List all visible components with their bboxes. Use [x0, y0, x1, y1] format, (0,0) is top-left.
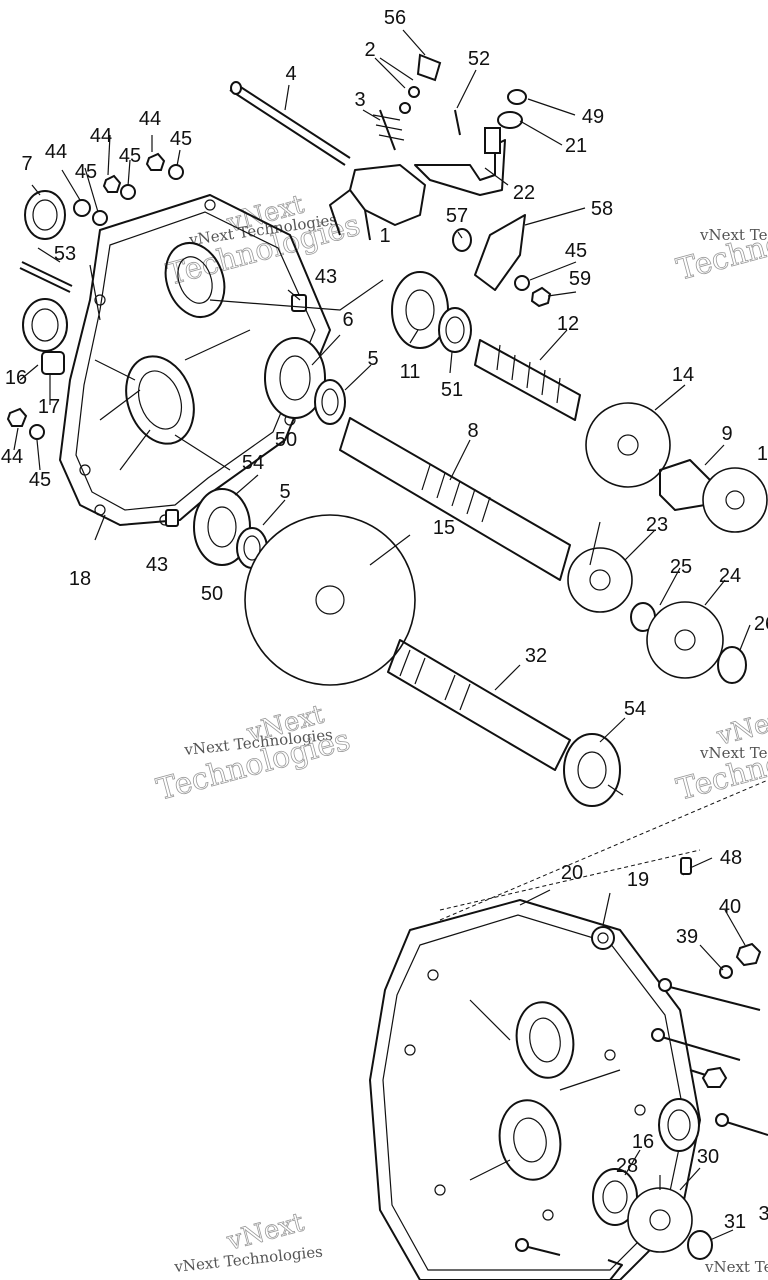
callout-54-b: 54: [624, 698, 646, 720]
callout-54-a: 54: [242, 452, 264, 474]
callout-9: 9: [721, 423, 732, 445]
callout-22: 22: [513, 182, 535, 204]
right-case-half: [369, 779, 768, 1280]
callout-24: 24: [719, 565, 741, 587]
callout-39: 39: [676, 926, 698, 948]
callout-14: 14: [672, 364, 694, 386]
callout-45-c: 45: [75, 161, 97, 183]
callout-3-b: 3: [758, 1203, 768, 1225]
callout-6: 6: [342, 309, 353, 331]
callout-49: 49: [582, 106, 604, 128]
callout-31: 31: [724, 1211, 746, 1233]
watermark-text-right: vNext Technologies: [699, 226, 768, 244]
callout-32: 32: [525, 645, 547, 667]
callout-44-c: 44: [45, 141, 67, 163]
callout-7: 7: [21, 153, 32, 175]
callout-8: 8: [467, 420, 478, 442]
callout-45-e: 45: [29, 469, 51, 491]
callout-52: 52: [468, 48, 490, 70]
callout-45-b: 45: [119, 145, 141, 167]
left-small-parts: [6, 152, 307, 527]
callout-5-a: 5: [367, 348, 378, 370]
callout-28: 28: [616, 1155, 638, 1177]
callout-53: 53: [54, 243, 76, 265]
callout-25: 25: [670, 556, 692, 578]
watermark-text-mid-right: vNext Technologies: [699, 744, 768, 762]
callout-23: 23: [646, 514, 668, 536]
shift-assembly: [229, 53, 552, 308]
callout-57: 57: [446, 205, 468, 227]
callout-48: 48: [720, 847, 742, 869]
transmission-internals: [193, 271, 768, 807]
callout-58: 58: [591, 198, 613, 220]
callout-50-a: 50: [275, 429, 297, 451]
left-case-cover: [59, 194, 331, 526]
callout-15: 15: [433, 517, 455, 539]
callout-56: 56: [384, 7, 406, 29]
callout-16-a: 16: [5, 367, 27, 389]
callout-12: 12: [557, 313, 579, 335]
watermark-text-bottom-right: vNext Technologies: [704, 1258, 768, 1276]
callout-18: 18: [69, 568, 91, 590]
callout-40: 40: [719, 896, 741, 918]
callout-4: 4: [285, 63, 296, 85]
callout-10: 10: [757, 443, 768, 465]
callout-44-a: 44: [139, 108, 161, 130]
callout-2: 2: [364, 39, 375, 61]
callout-20: 20: [561, 862, 583, 884]
callout-19: 19: [627, 869, 649, 891]
callout-1: 1: [379, 225, 390, 247]
callout-3: 3: [354, 89, 365, 111]
callout-44-d: 44: [1, 446, 23, 468]
watermark-technologies-right: Technologies: [673, 203, 768, 288]
callout-44-b: 44: [90, 125, 112, 147]
callout-21: 21: [565, 135, 587, 157]
callout-16-b: 16: [632, 1131, 654, 1153]
callout-26: 26: [754, 613, 768, 635]
callout-45-d: 45: [565, 240, 587, 262]
callout-43-a: 43: [315, 266, 337, 288]
callout-labels: 56 2 52 4 3 49 21 22 44 45 44 45 44 45 7…: [1, 7, 768, 1233]
callout-45-a: 45: [170, 128, 192, 150]
callout-5-b: 5: [279, 481, 290, 503]
leader-lines: [13, 29, 751, 1241]
callout-43-b: 43: [146, 554, 168, 576]
callout-51: 51: [441, 379, 463, 401]
callout-30: 30: [697, 1146, 719, 1168]
callout-17: 17: [38, 396, 60, 418]
callout-50-b: 50: [201, 583, 223, 605]
callout-59: 59: [569, 268, 591, 290]
callout-11: 11: [400, 361, 421, 383]
